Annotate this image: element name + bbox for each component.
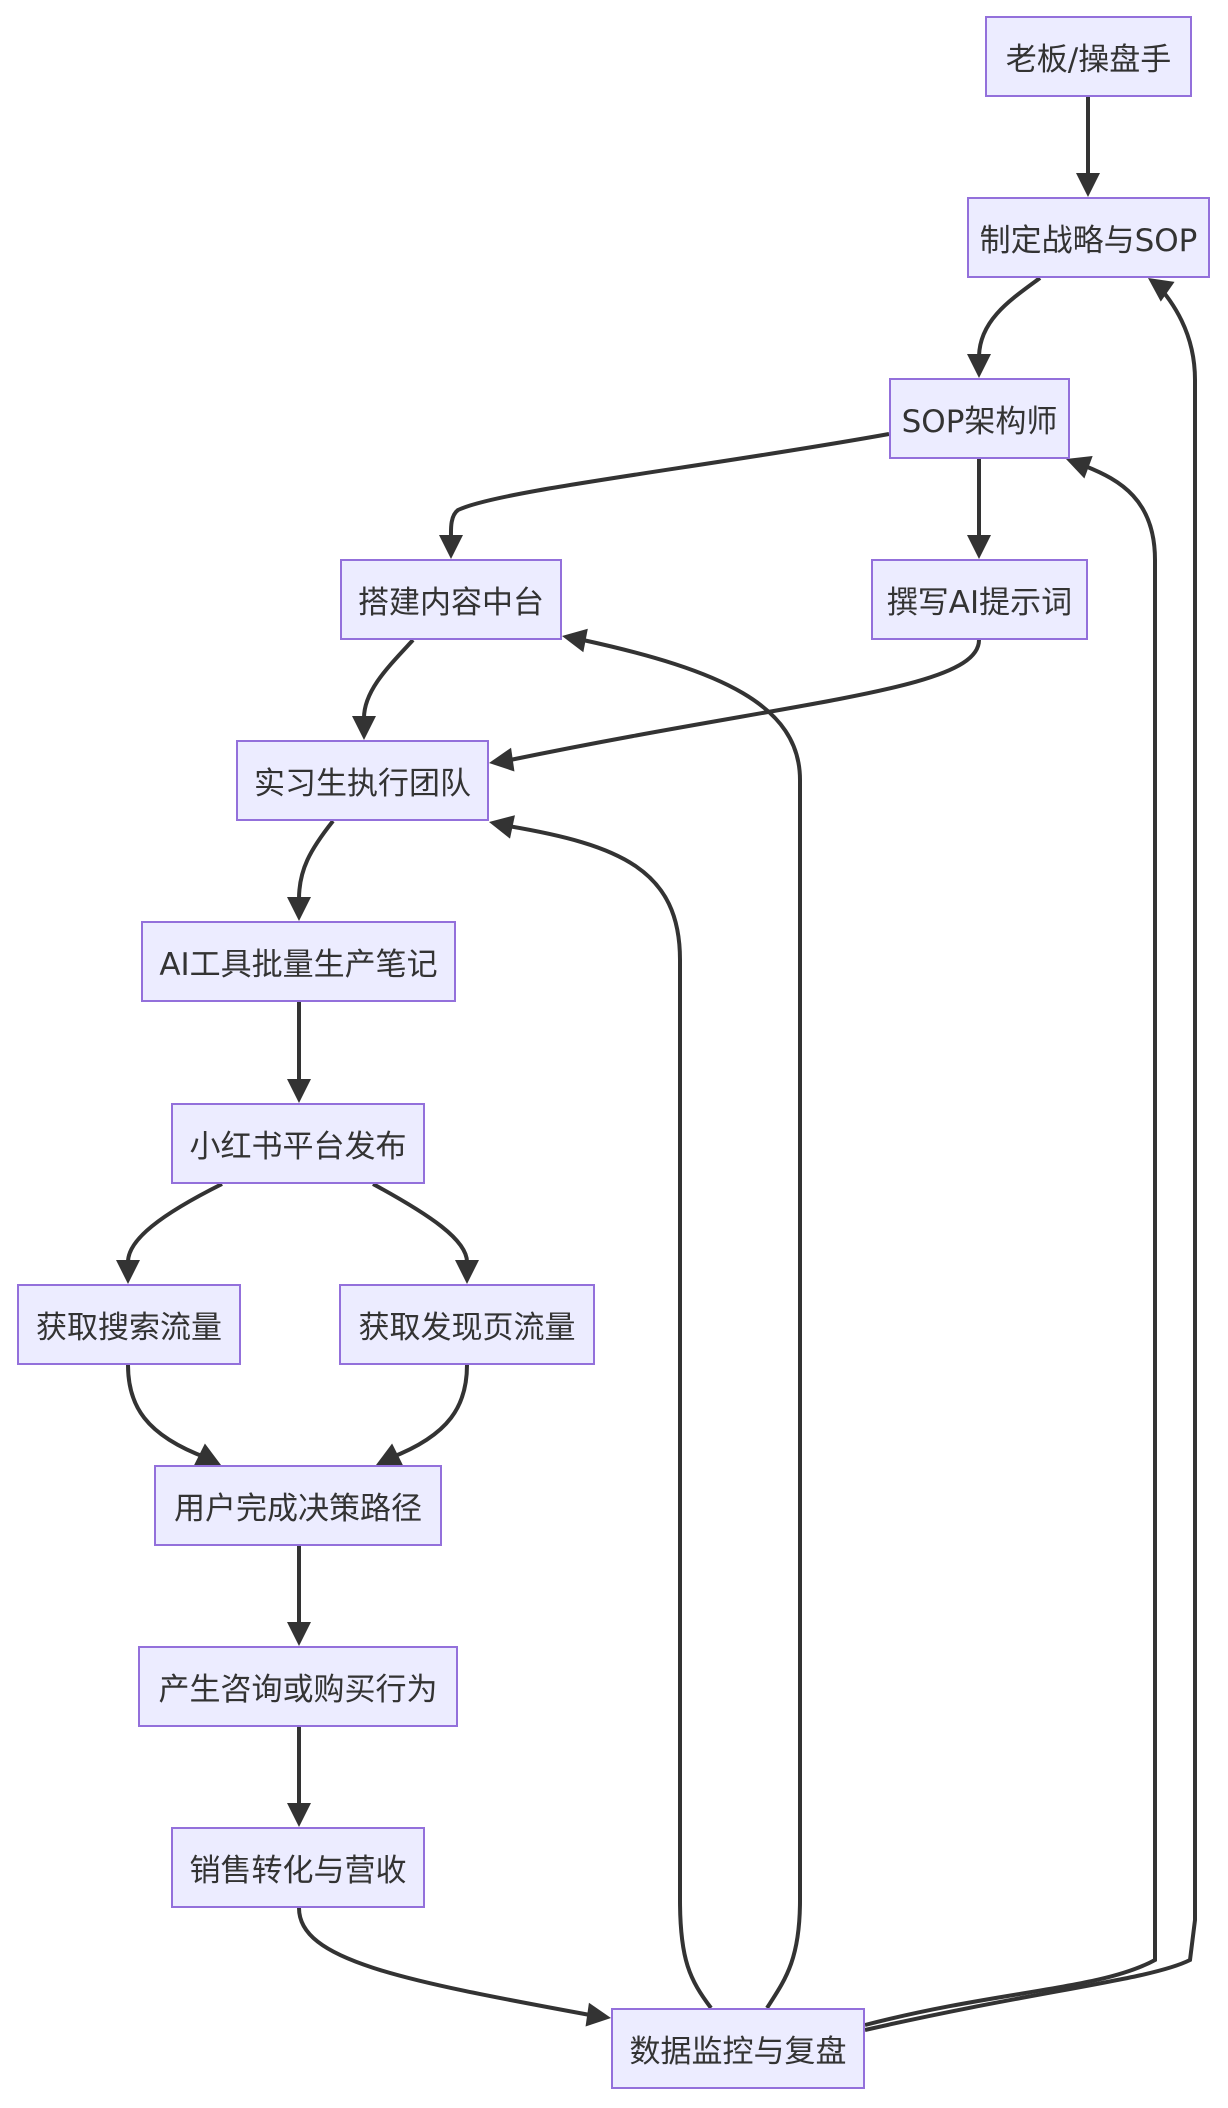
- edge-search-to-decision-arrowhead: [194, 1443, 221, 1465]
- node-publish: 小红书平台发布: [171, 1103, 425, 1184]
- node-monitor: 数据监控与复盘: [611, 2008, 865, 2089]
- node-publish-label: 小红书平台发布: [189, 1129, 407, 1165]
- edge-monitor-to-intern-arrowhead: [489, 815, 515, 839]
- edge-monitor-to-architect-arrowhead: [1066, 456, 1093, 479]
- node-decision-label: 用户完成决策路径: [174, 1491, 422, 1527]
- node-prompt-label: 撰写AI提示词: [886, 585, 1073, 621]
- edge-publish-to-search-arrowhead: [116, 1260, 140, 1284]
- edge-monitor-to-intern: [507, 824, 713, 2010]
- edge-architect-to-prompt-arrowhead: [967, 535, 991, 559]
- node-sales: 销售转化与营收: [171, 1827, 425, 1908]
- edge-sales-to-monitor: [297, 1907, 591, 2017]
- node-sales-label: 销售转化与营收: [189, 1853, 407, 1889]
- edge-content-hub-to-intern: [362, 638, 415, 719]
- edge-intern-to-ai-batch-arrowhead: [287, 897, 311, 921]
- edge-architect-to-content-hub-arrowhead: [439, 535, 463, 559]
- node-discover-traffic: 获取发现页流量: [339, 1284, 595, 1365]
- edge-sales-to-monitor-arrowhead: [585, 2002, 611, 2027]
- edge-boss-to-strategy-arrowhead: [1076, 173, 1100, 197]
- edge-search-to-decision: [126, 1364, 208, 1460]
- node-discover-traffic-label: 获取发现页流量: [358, 1310, 576, 1346]
- edge-inquiry-to-sales-arrowhead: [287, 1803, 311, 1827]
- node-architect-label: SOP架构师: [901, 404, 1058, 440]
- edge-content-hub-to-intern-arrowhead: [352, 716, 376, 740]
- edge-monitor-to-architect: [864, 464, 1157, 2027]
- edge-monitor-to-strategy-arrowhead: [1148, 278, 1175, 302]
- edge-publish-to-discover: [372, 1182, 469, 1263]
- node-inquiry: 产生咨询或购买行为: [138, 1646, 458, 1727]
- edge-prompt-to-intern: [509, 639, 981, 762]
- node-ai-batch: AI工具批量生产笔记: [141, 921, 456, 1002]
- node-content-hub: 搭建内容中台: [340, 559, 562, 640]
- edge-monitor-to-content-hub: [582, 638, 802, 2010]
- edge-monitor-to-strategy: [864, 283, 1197, 2032]
- node-search-traffic-label: 获取搜索流量: [36, 1310, 222, 1346]
- node-strategy: 制定战略与SOP: [967, 197, 1210, 278]
- node-strategy-label: 制定战略与SOP: [979, 223, 1198, 259]
- edge-intern-to-ai-batch: [297, 819, 335, 900]
- edge-prompt-to-intern-arrowhead: [489, 747, 515, 772]
- edge-discover-to-decision-arrowhead: [376, 1443, 403, 1465]
- node-inquiry-label: 产生咨询或购买行为: [158, 1672, 438, 1708]
- node-content-hub-label: 搭建内容中台: [358, 585, 544, 621]
- edge-publish-to-discover-arrowhead: [455, 1260, 479, 1284]
- node-decision: 用户完成决策路径: [154, 1465, 442, 1546]
- edge-monitor-to-content-hub-arrowhead: [562, 628, 588, 653]
- edge-strategy-to-architect-arrowhead: [967, 354, 991, 378]
- edge-discover-to-decision: [389, 1364, 469, 1460]
- edge-architect-to-content-hub: [448, 432, 890, 538]
- node-boss-label: 老板/操盘手: [1005, 42, 1172, 78]
- node-architect: SOP架构师: [889, 378, 1070, 459]
- node-boss: 老板/操盘手: [985, 16, 1192, 97]
- node-search-traffic: 获取搜索流量: [17, 1284, 241, 1365]
- edge-strategy-to-architect: [977, 276, 1042, 357]
- edge-decision-to-inquiry-arrowhead: [287, 1622, 311, 1646]
- node-intern-team-label: 实习生执行团队: [254, 766, 471, 802]
- edge-publish-to-search: [126, 1182, 223, 1263]
- node-intern-team: 实习生执行团队: [236, 740, 489, 821]
- node-monitor-label: 数据监控与复盘: [629, 2034, 847, 2070]
- node-prompt: 撰写AI提示词: [871, 559, 1088, 640]
- node-ai-batch-label: AI工具批量生产笔记: [159, 947, 438, 983]
- edge-ai-batch-to-publish-arrowhead: [287, 1079, 311, 1103]
